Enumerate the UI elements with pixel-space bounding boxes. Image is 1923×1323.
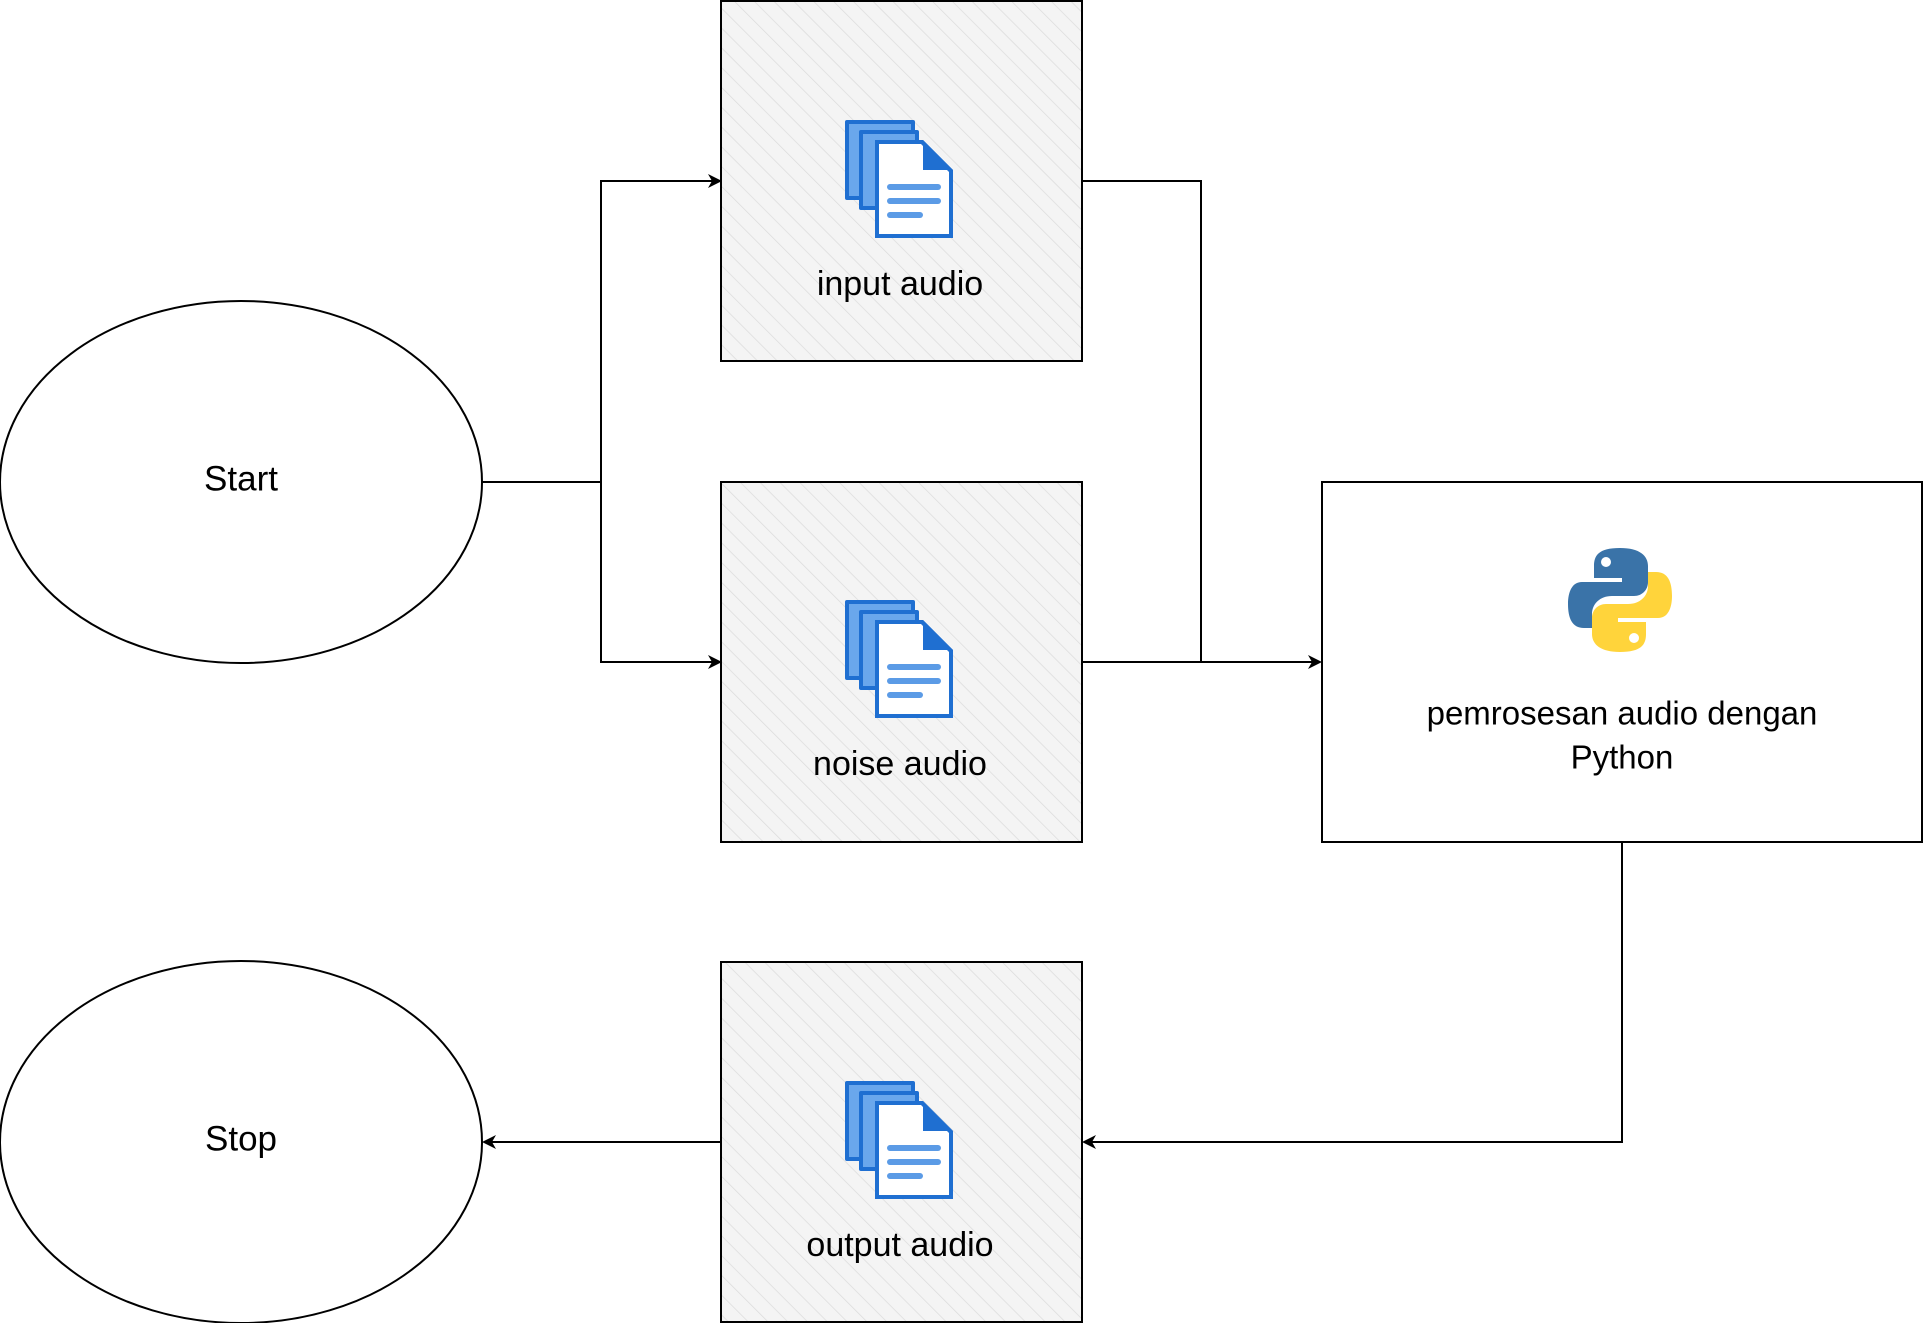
stop-label: Stop: [205, 1119, 277, 1158]
stop-ellipse: [0, 960, 483, 1323]
edge-processing-to-output-audio: [1082, 842, 1623, 1149]
start-label: Start: [204, 459, 278, 498]
processing-label-line2: Python: [1571, 739, 1674, 776]
python-logo-icon: [1568, 548, 1672, 652]
edge-start-to-noise-audio: [600, 482, 722, 669]
noise-audio-label: noise audio: [813, 745, 987, 783]
connectors: [482, 174, 1623, 1149]
edge-input-audio-to-processing: [1082, 180, 1202, 662]
input-audio-label: input audio: [817, 265, 983, 303]
start-ellipse: [0, 300, 483, 664]
start-node[interactable]: Start: [0, 300, 483, 664]
edge-start-to-input-audio: [482, 174, 722, 483]
output-audio-label: output audio: [806, 1226, 993, 1264]
noise-audio-node[interactable]: noise audio: [720, 481, 1083, 843]
processing-box: [1321, 481, 1923, 843]
processing-node[interactable]: pemrosesan audio dengan Python: [1321, 481, 1923, 843]
processing-label-line1: pemrosesan audio dengan: [1427, 695, 1818, 732]
input-audio-node[interactable]: input audio: [720, 0, 1083, 362]
output-audio-node[interactable]: output audio: [720, 961, 1083, 1323]
stop-node[interactable]: Stop: [0, 960, 483, 1323]
